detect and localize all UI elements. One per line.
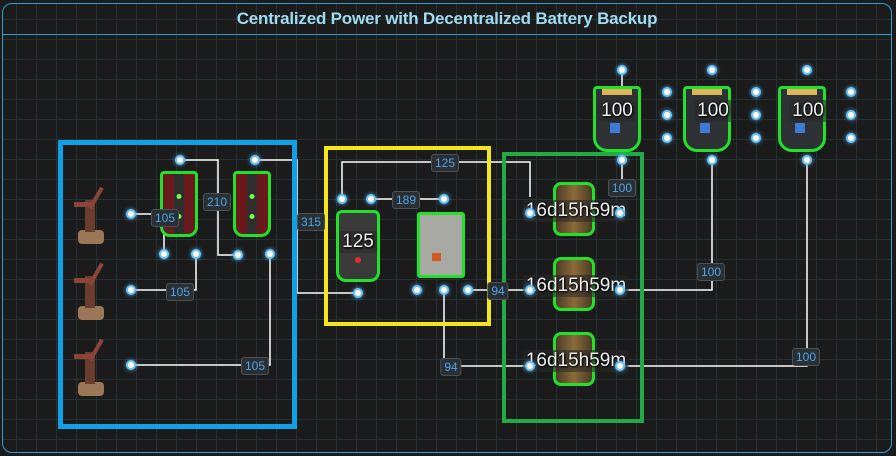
port[interactable] bbox=[802, 65, 812, 75]
wire-label: 125 bbox=[430, 154, 460, 172]
port[interactable] bbox=[846, 133, 856, 143]
windmill-icon[interactable] bbox=[72, 338, 108, 398]
port[interactable] bbox=[525, 208, 535, 218]
port[interactable] bbox=[615, 285, 625, 295]
port[interactable] bbox=[366, 194, 376, 204]
port[interactable] bbox=[233, 250, 243, 260]
port[interactable] bbox=[337, 194, 347, 204]
port[interactable] bbox=[412, 285, 422, 295]
windmill-icon[interactable] bbox=[72, 262, 108, 322]
windmill-icon[interactable] bbox=[72, 186, 108, 246]
wire bbox=[620, 160, 713, 291]
wire-label: 94 bbox=[440, 358, 462, 376]
wire-label: 210 bbox=[202, 193, 232, 211]
port[interactable] bbox=[707, 155, 717, 165]
port[interactable] bbox=[617, 155, 627, 165]
port[interactable] bbox=[751, 110, 761, 120]
battery-charge: 100 bbox=[789, 100, 827, 122]
port[interactable] bbox=[662, 133, 672, 143]
port[interactable] bbox=[662, 87, 672, 97]
port[interactable] bbox=[751, 133, 761, 143]
port[interactable] bbox=[846, 87, 856, 97]
port[interactable] bbox=[846, 110, 856, 120]
accumulator-timer: 16d15h59m bbox=[522, 200, 630, 222]
wire-label: 100 bbox=[607, 179, 637, 197]
electrical-splitter-icon[interactable] bbox=[417, 212, 465, 278]
wire-label: 100 bbox=[696, 263, 726, 281]
title-bar: Centralized Power with Decentralized Bat… bbox=[3, 4, 891, 35]
port[interactable] bbox=[175, 155, 185, 165]
wire-label: 315 bbox=[296, 213, 326, 231]
wire-label: 105 bbox=[240, 357, 270, 375]
port[interactable] bbox=[126, 360, 136, 370]
wire-label: 105 bbox=[165, 283, 195, 301]
port[interactable] bbox=[525, 285, 535, 295]
wire bbox=[131, 254, 271, 366]
battery-charge: 100 bbox=[694, 100, 732, 122]
wire-label: 100 bbox=[791, 348, 821, 366]
wire bbox=[131, 254, 197, 291]
port[interactable] bbox=[126, 285, 136, 295]
accumulator-timer: 16d15h59m bbox=[522, 275, 630, 297]
page-title: Centralized Power with Decentralized Bat… bbox=[236, 9, 658, 28]
port[interactable] bbox=[615, 208, 625, 218]
port[interactable] bbox=[159, 249, 169, 259]
wire-label: 189 bbox=[391, 191, 421, 209]
accumulator-timer: 16d15h59m bbox=[522, 350, 630, 372]
port[interactable] bbox=[617, 65, 627, 75]
electrical-combiner-icon[interactable] bbox=[233, 171, 271, 237]
electrical-combiner-icon[interactable] bbox=[160, 171, 198, 237]
port[interactable] bbox=[191, 249, 201, 259]
port[interactable] bbox=[250, 155, 260, 165]
port[interactable] bbox=[615, 361, 625, 371]
port[interactable] bbox=[802, 155, 812, 165]
port[interactable] bbox=[439, 194, 449, 204]
port[interactable] bbox=[353, 288, 363, 298]
port[interactable] bbox=[126, 209, 136, 219]
wire-label: 105 bbox=[150, 209, 180, 227]
port[interactable] bbox=[662, 110, 672, 120]
port[interactable] bbox=[439, 285, 449, 295]
port[interactable] bbox=[707, 65, 717, 75]
port[interactable] bbox=[265, 249, 275, 259]
port[interactable] bbox=[463, 285, 473, 295]
generation-group-box bbox=[58, 140, 297, 429]
battery-charge: 100 bbox=[598, 100, 636, 122]
port[interactable] bbox=[751, 87, 761, 97]
wire bbox=[620, 160, 808, 367]
wire-label: 94 bbox=[487, 282, 509, 300]
generator-value: 125 bbox=[339, 231, 377, 253]
port[interactable] bbox=[525, 361, 535, 371]
distribution-group-box bbox=[324, 146, 491, 326]
